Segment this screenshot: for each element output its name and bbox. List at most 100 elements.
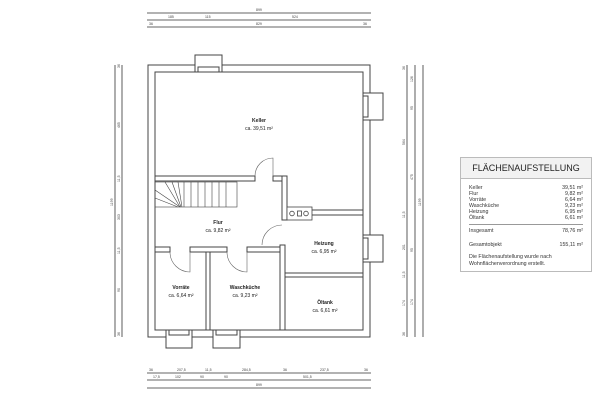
room-name: Heizung xyxy=(314,241,333,247)
dim-label: 174 xyxy=(402,300,406,306)
dim-label: 36 xyxy=(117,64,121,68)
dim-label: 36 xyxy=(402,66,406,70)
dim-label: 524 xyxy=(292,15,298,19)
dim-label: 564 xyxy=(402,139,406,145)
room-area: ca. 9,23 m² xyxy=(232,293,257,299)
dim-label: 11,5 xyxy=(402,271,406,278)
wall-heizung-oeltank xyxy=(284,272,364,278)
row-value: 6,61 m² xyxy=(565,215,583,221)
dim-label: 11,5 xyxy=(205,368,212,372)
dim-label: 126 xyxy=(410,76,414,82)
divider xyxy=(469,224,583,225)
room-area: ca. 39,51 m² xyxy=(245,126,273,132)
right-dimensions: 36 564 11,5 201 11,5 174 36 126 95 475 9… xyxy=(402,65,424,337)
wall-waschkueche-right xyxy=(279,244,286,331)
wall-keller-flur xyxy=(154,175,256,182)
dim-label: 185 xyxy=(168,15,174,19)
overall-label: Gesamtobjekt xyxy=(469,242,502,248)
room-area: ca. 9,82 m² xyxy=(205,228,230,234)
dim-label: 501,5 xyxy=(303,375,312,379)
dim-label: 237,5 xyxy=(320,368,329,372)
dim-label: 17,5 xyxy=(153,375,160,379)
row-label: Heizung xyxy=(469,209,489,215)
left-dimensions: 36 465 11,5 303 11,5 90 36 1199 xyxy=(110,64,123,337)
dim-label: 36 xyxy=(364,368,368,372)
dim-label: 36 xyxy=(149,368,153,372)
dim-label: 829 xyxy=(256,22,262,26)
row-label: Keller xyxy=(469,185,483,191)
row-label: Vorräte xyxy=(469,197,487,203)
dim-label: 36 xyxy=(363,22,367,26)
dim-label: 36 xyxy=(117,332,121,336)
dim-label: 11,5 xyxy=(117,247,121,254)
dim-label: 36 xyxy=(149,22,153,26)
table-row: Keller 39,51 m² xyxy=(469,185,583,191)
table-row: Vorräte 6,64 m² xyxy=(469,197,583,203)
top-dimensions: 899 185 115 524 36 829 36 xyxy=(147,8,371,28)
door-heizung xyxy=(261,224,283,246)
staircase xyxy=(154,181,238,208)
chimney xyxy=(286,206,313,221)
door-vorraete xyxy=(169,251,191,273)
row-label: Flur xyxy=(469,191,479,197)
dim-label: 475 xyxy=(410,174,414,180)
door-keller xyxy=(254,157,274,177)
bottom-dimensions: 36 207,5 11,5 284,5 36 237,5 36 17,5 102… xyxy=(147,368,371,389)
room-area: ca. 6,61 m² xyxy=(312,308,337,314)
dim-label: 465 xyxy=(117,122,121,128)
dim-label: 90 xyxy=(224,375,228,379)
row-label: Öltank xyxy=(469,215,485,221)
room-name: Flur xyxy=(213,220,222,226)
wall-flur-bottom xyxy=(246,246,286,253)
walls xyxy=(147,64,371,338)
overall-row: Gesamtobjekt 155,11 m² xyxy=(469,242,583,248)
dim-label: 95 xyxy=(410,248,414,252)
dim-label: 899 xyxy=(256,8,262,12)
dim-label: 102 xyxy=(175,375,181,379)
overall-value: 155,11 m² xyxy=(559,242,583,248)
room-heizung: Heizung ca. 6,95 m² xyxy=(311,241,336,255)
dim-label: 284,5 xyxy=(242,368,251,372)
dim-label: 11,5 xyxy=(117,175,121,182)
dim-label: 899 xyxy=(256,383,262,387)
doors xyxy=(169,157,283,273)
room-area: ca. 6,95 m² xyxy=(311,249,336,255)
dim-label: 36 xyxy=(402,332,406,336)
room-waschkueche: Waschküche ca. 9,23 m² xyxy=(230,285,261,299)
windows xyxy=(165,54,384,349)
room-area: ca. 6,64 m² xyxy=(168,293,193,299)
dim-label: 1199 xyxy=(418,198,422,206)
table-note: Die Flächenaufstellung wurde nach Wohnfl… xyxy=(469,254,552,267)
dim-label: 11,5 xyxy=(402,211,406,218)
room-name: Öltank xyxy=(317,299,333,306)
row-value: 39,51 m² xyxy=(562,185,583,191)
dim-label: 174 xyxy=(410,299,414,305)
table-title: FLÄCHENAUFSTELLUNG xyxy=(461,158,591,179)
row-value: 9,23 m² xyxy=(565,203,583,209)
total-label: Insgesamt xyxy=(469,228,494,234)
wall-flur-right xyxy=(281,175,288,221)
dim-label: 1199 xyxy=(110,198,114,206)
door-waschkueche xyxy=(226,251,248,273)
inner-wall xyxy=(154,71,364,331)
dim-label: 201 xyxy=(402,244,406,250)
dim-label: 36 xyxy=(283,368,287,372)
room-name: Keller xyxy=(252,118,266,124)
wall-flur-bottom xyxy=(189,246,228,253)
table-row: Öltank 6,61 m² xyxy=(469,215,583,221)
dim-label: 95 xyxy=(410,106,414,110)
wall-vorraete-waschkueche xyxy=(205,251,211,331)
dim-label: 303 xyxy=(117,214,121,220)
wall-flur-bottom xyxy=(154,246,171,253)
room-name: Vorräte xyxy=(172,285,189,291)
row-value: 6,64 m² xyxy=(565,197,583,203)
dim-label: 115 xyxy=(205,15,211,19)
room-vorraete: Vorräte ca. 6,64 m² xyxy=(168,285,193,299)
dim-label: 90 xyxy=(117,288,121,292)
